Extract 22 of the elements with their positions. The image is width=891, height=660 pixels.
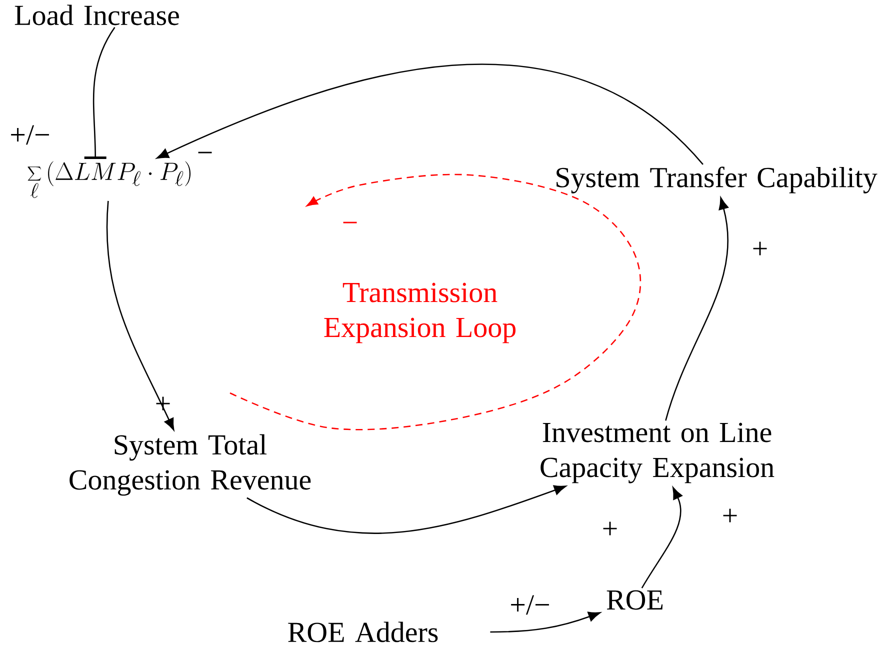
polarity-sign: +/− [11,125,49,145]
arrow [246,485,566,534]
arrow [665,197,729,421]
node-label: ROE [606,590,663,610]
polarity-sign: +/− [511,595,549,615]
polarity-sign: + [603,522,617,536]
loop-label: − [343,222,357,224]
arrow [156,64,704,165]
polarity-sign: + [753,242,767,256]
loop-label: Transmission Expansion Loop [324,282,516,344]
arrow [84,27,116,160]
node-label: Investment on Line Capacity Expansion [540,422,774,484]
node-label: System Transfer Capability [556,166,878,194]
arrow [641,487,682,588]
arrow [106,200,174,430]
node-label: Load Increase [14,4,179,26]
formula-label: $\sum_{\ell}\left(\Delta LMP_{\ell}\cdot P_{\ell}\right)$ [28,161,191,198]
polarity-sign: + [723,508,737,522]
node-label: ROE Adders [288,622,438,642]
polarity-sign: − [198,152,212,154]
node-label: System Total Congestion Revenue [70,434,311,496]
arrow [490,612,600,633]
